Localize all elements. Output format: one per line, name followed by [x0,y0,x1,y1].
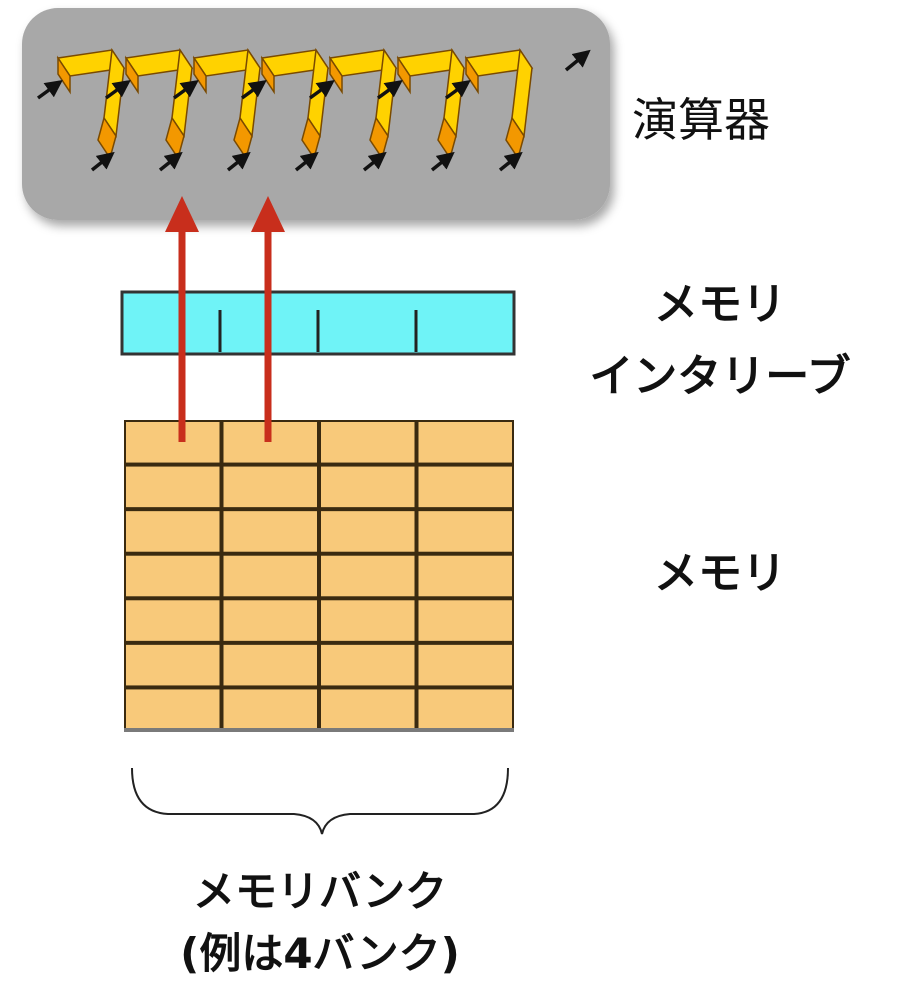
memory-grid-base [124,728,514,732]
pipeline-stage [172,47,262,172]
memory-cell [223,466,317,508]
memory-cell [321,511,415,552]
memory-cell [126,644,220,686]
stage-input-arrow [226,151,251,172]
memory-label: メモリ [654,548,786,599]
memory-cell [321,644,415,686]
stage-input-arrow [36,79,63,100]
stage-input-arrow [430,151,455,172]
memory-cell [418,689,512,730]
stage-input-arrow [90,151,115,172]
stage-input-arrow [294,151,319,172]
memory-cell [418,466,512,508]
memory-cell [418,422,512,463]
memory-cell [321,689,415,730]
stage-left-face [125,55,139,95]
stage-left-face [57,55,71,95]
memory-cell [223,689,317,730]
stage-input-arrow [308,79,335,100]
stage-left-face [329,55,343,95]
memory-bank-label-line1: メモリバンク [192,867,448,916]
memory-cell [418,600,512,641]
data-arrow-head [251,196,285,232]
data-arrow-head [165,196,199,232]
stage-input-arrow [104,79,131,100]
memory-cell [418,644,512,686]
memory-cell [321,555,415,597]
memory-cell [126,555,220,597]
memory-cell [418,555,512,597]
memory-cell [126,600,220,641]
memory-cell [321,422,415,463]
stage-left-face [261,55,275,95]
memory-cell [321,466,415,508]
stage-input-arrow [362,151,387,172]
memory-bank-grid [124,420,514,732]
memory-cell [223,644,317,686]
memory-cell [223,511,317,552]
memory-interleave-strip [120,290,516,356]
alu-label: 演算器 [632,93,770,147]
interleave-label-line2: インタリーブ [589,351,851,402]
stage-input-arrow [172,79,199,100]
bank-brace [131,767,509,835]
stage-left-face [465,55,479,95]
memory-cell [126,689,220,730]
stage-input-arrow [240,79,267,100]
alu-pipeline [36,47,591,172]
stage-input-arrow [376,79,403,100]
memory-cell [418,511,512,552]
pipeline-stage [444,47,534,172]
pipeline-stage [104,47,194,172]
memory-bank-label-line2: (例は4バンク) [180,929,460,978]
memory-cell [126,511,220,552]
stage-left-face [397,55,411,95]
memory-cell [126,422,220,463]
pipeline-output-arrow [564,49,591,72]
stage-input-arrow [158,151,183,172]
memory-cell [126,466,220,508]
stage-left-face [193,55,207,95]
memory-cell [223,600,317,641]
interleave-label-line1: メモリ [654,279,786,330]
data-flow-arrows [165,196,285,442]
memory-cell [223,555,317,597]
stage-input-arrow [444,79,471,100]
stage-input-arrow [498,151,523,172]
memory-cell [321,600,415,641]
